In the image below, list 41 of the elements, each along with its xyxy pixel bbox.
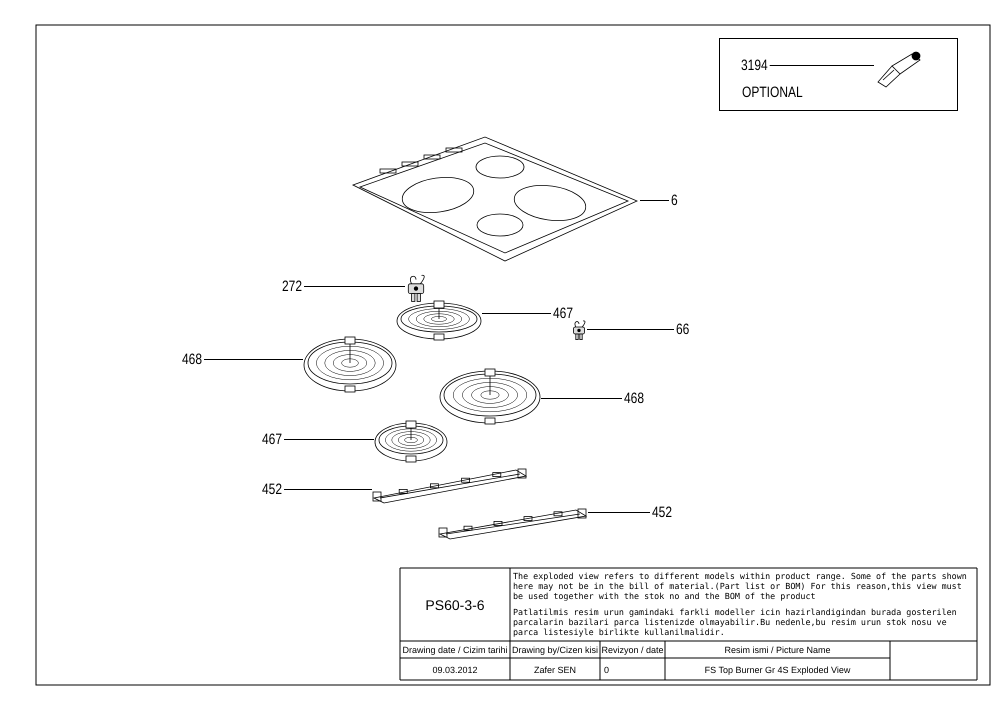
mounting-bracket-drawing [438, 508, 588, 540]
cooktop-glass-drawing [350, 135, 640, 263]
heating-element-drawing [439, 368, 541, 426]
leader-line [284, 489, 372, 490]
drawing-number: PS60-3-6 [425, 600, 485, 610]
callout-number: 468 [624, 391, 644, 406]
heating-element-drawing [374, 420, 448, 464]
note-text: Patlatilmis resim urun gamindaki farkli modeller icin hazirlandigindan burada gosterilen parcalarin bazilari parca listenizde olmayabilir.Bu nedenle,bu resim urun stok nosu ve parca listesiyle birlikte kullanilmalidir. [513, 607, 958, 637]
note-text: The exploded view refers to different models within product range. Some of the parts shown here may not be in the bill of material.(Part list or BOM) For this reason,this view must be used together with the stok no and the BOM of the product [513, 571, 968, 601]
callout-number: 467 [553, 306, 574, 321]
leader-line [586, 329, 674, 330]
callout-number: 452 [262, 482, 282, 497]
optional-note: OPTIONAL [742, 85, 803, 100]
callout-number: 468 [182, 352, 202, 367]
leader-line [284, 439, 374, 440]
leader-line [540, 398, 622, 399]
callout-number: 66 [676, 322, 690, 337]
callout-number: 452 [652, 505, 672, 520]
column-header: Revizyon / date [601, 644, 664, 654]
clip-drawing [571, 320, 587, 340]
mounting-bracket-drawing [372, 468, 528, 504]
column-header: Drawing date / Cizim tarihi [402, 644, 508, 654]
leader-line [769, 65, 874, 66]
leader-line [304, 286, 406, 287]
leader-line [640, 200, 670, 201]
leader-line [588, 512, 650, 513]
callout-number: 3194 [741, 58, 768, 73]
clip-drawing [405, 274, 427, 302]
column-header: Resim ismi / Picture Name [724, 644, 831, 654]
callout-number: 272 [282, 279, 302, 294]
date-value: 09.03.2012 [432, 664, 478, 674]
callout-number: 467 [262, 432, 282, 447]
leader-line [482, 313, 552, 314]
revision-value: 0 [604, 664, 610, 674]
author-name: Zafer SEN [534, 664, 576, 674]
leader-line [204, 359, 304, 360]
callout-number: 6 [671, 193, 678, 208]
heating-element-drawing [396, 300, 482, 342]
picture-name: FS Top Burner Gr 4S Exploded View [704, 664, 850, 674]
heating-element-drawing [303, 336, 397, 394]
column-header: Drawing by/Cizen kisi [512, 644, 598, 654]
